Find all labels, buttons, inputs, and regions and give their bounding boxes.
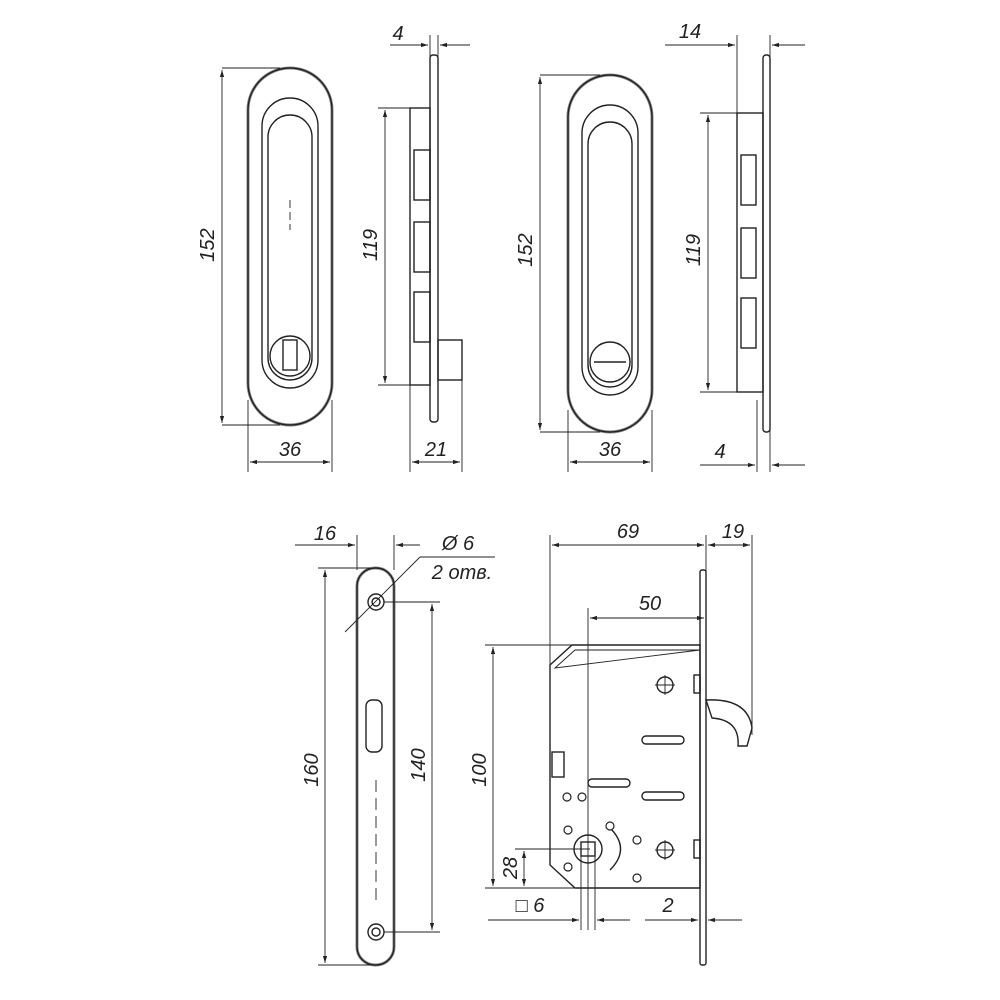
dim-36: 36 [599,439,622,461]
dim-69: 69 [617,521,639,543]
dim-square-6: □ 6 [516,895,546,917]
dim-50: 50 [639,593,661,615]
dim-28: 28 [500,857,522,880]
handle-2-front-view: 152 36 [515,73,654,472]
dim-152: 152 [515,233,537,266]
handle-1-side-view: 4 119 21 [360,23,470,472]
thumb-turn-icon [589,341,631,383]
mounting-hole-icon [367,593,385,611]
dim-119: 119 [360,229,382,261]
dim-4: 4 [392,23,403,45]
hook-bolt [705,699,753,747]
dim-140: 140 [408,748,430,781]
handle-2-side-view: 14 119 4 [665,21,805,472]
lock-faceplate-view: 16 160 140 Ø 6 2 отв. [295,523,495,967]
hole-diameter-label: Ø 6 [441,533,475,555]
dim-4: 4 [714,441,725,463]
handle-1-front-view: 152 36 [197,66,334,472]
thumb-turn-icon [269,335,311,377]
dim-14: 14 [679,21,701,43]
dim-160: 160 [301,753,323,786]
hole-count-label: 2 отв. [431,562,492,584]
dim-152: 152 [197,228,219,261]
dim-21: 21 [424,439,447,461]
lock-body-view: 69 19 50 100 28 □ 6 2 [469,521,753,966]
dim-19: 19 [722,521,744,543]
mounting-hole-icon [367,923,385,941]
dim-119: 119 [683,234,705,266]
dim-100: 100 [469,753,491,786]
dim-2: 2 [661,895,673,917]
dim-36: 36 [279,439,302,461]
dim-16: 16 [314,523,337,545]
